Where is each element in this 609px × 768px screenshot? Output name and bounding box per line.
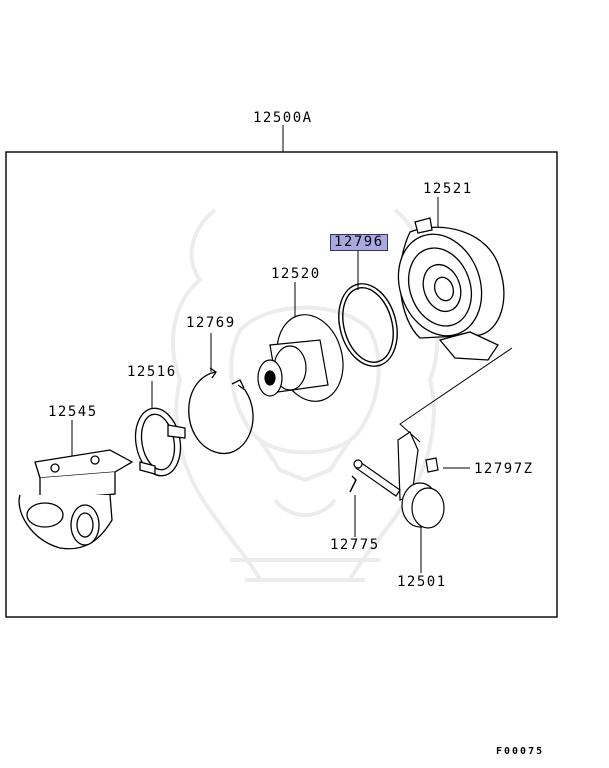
cartridge-12520 <box>257 314 344 402</box>
turbine-housing-12521 <box>397 217 505 361</box>
diagram-frame <box>5 151 558 618</box>
label-assembly-12500a: 12500A <box>253 110 313 126</box>
bolt-12797z <box>425 457 439 473</box>
o-ring-12796 <box>338 283 398 367</box>
label-part-12775[interactable]: 12775 <box>330 537 380 553</box>
exhaust-housing-12545 <box>18 449 134 550</box>
leader-lines <box>71 197 513 573</box>
clamp-12516 <box>134 407 186 477</box>
clip-12775 <box>349 475 357 493</box>
label-part-12545[interactable]: 12545 <box>48 404 98 420</box>
snap-ring-12769 <box>188 367 254 455</box>
label-part-12521[interactable]: 12521 <box>423 181 473 197</box>
label-part-12797z[interactable]: 12797Z <box>474 461 534 477</box>
actuator-12501 <box>353 431 445 529</box>
label-part-12769[interactable]: 12769 <box>186 315 236 331</box>
label-part-12516[interactable]: 12516 <box>127 364 177 380</box>
label-part-12520[interactable]: 12520 <box>271 266 321 282</box>
label-part-12501[interactable]: 12501 <box>397 574 447 590</box>
diagram-code: F00075 <box>496 746 545 757</box>
label-part-12796-highlighted[interactable]: 12796 <box>330 234 388 251</box>
